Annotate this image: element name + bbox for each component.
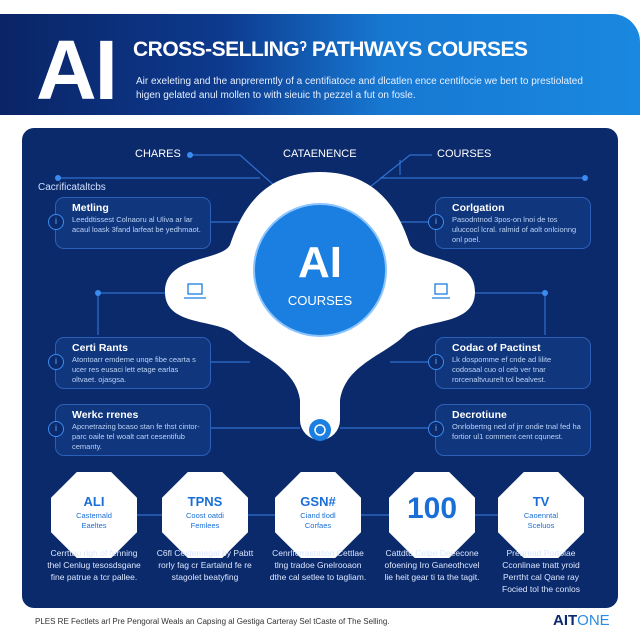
page-title: CROSS-SELLINGˀ PATHWAYS COURSES [133, 38, 528, 61]
card-title: Decrotiune [452, 409, 507, 421]
step-badge-2: TPNS Coost oatdi Femlees [162, 472, 248, 558]
step-badge-1: ALI Castemald Eaeltes [51, 472, 137, 558]
card-text: Leeddtissest Colnaoru al Uliva ar lar ac… [72, 215, 201, 234]
step-label: Castemald Eaeltes [76, 511, 112, 530]
label-center: CATAENENCE [283, 148, 357, 160]
step-badge-5: TV Caoenntal Sceluos [498, 472, 584, 558]
card-text: Pasodntnod 3pos-on lnoi de tos uluccocl … [452, 215, 577, 244]
device-icon [432, 283, 450, 299]
page-subtitle: Air exeleting and the anpreremtly of a c… [136, 76, 583, 101]
card-title: Certi Rants [72, 342, 129, 354]
brand-part-b: ONE [577, 612, 610, 629]
card-title: Codac of Pactinst [452, 342, 541, 354]
header-logo: AI [36, 23, 118, 117]
laptop-icon [184, 283, 206, 299]
card-title: Metling [72, 202, 109, 214]
card-title: Corlgation [452, 202, 505, 214]
step-text-3: Cenrlfcrrastation Cettlae tlng tradoe Gn… [269, 548, 367, 582]
hub-circle [254, 204, 386, 336]
card-text: Onrlobertng ned of jrr ondie tnal fed ha… [452, 422, 581, 441]
step-label: Coost oatdi Femlees [186, 511, 224, 530]
label-left: CHARES [135, 148, 181, 160]
label-right: COURSES [437, 148, 492, 160]
card-text: Lk dospomme ef cnde ad lilite codosaal c… [452, 355, 552, 384]
card-text: Apcnetrazing bcaso stan fe thst cintor-p… [72, 422, 200, 451]
step-title: TPNS [187, 494, 223, 509]
step-text-1: Cerrttau righ of fenning thel Cenlug tes… [47, 548, 141, 582]
card-text: Atontoarr emdeme unqe fibe cearta s ucer… [72, 355, 196, 384]
category-label: Cacrificataltcbs [38, 182, 106, 193]
step-label: Ciand tlodl Corfaes [300, 511, 336, 530]
footer-text: PLES RE Fectlets arl Pre Pengoral Weals … [35, 617, 390, 626]
step-title: ALI [83, 494, 105, 509]
step-badge-4: 100 [389, 472, 475, 558]
info-icon: i [428, 421, 444, 437]
hub-title: AI [298, 238, 342, 287]
card-title: Werkc rrenes [72, 409, 139, 421]
header-banner [0, 14, 640, 115]
brand-part-a: AIT [553, 612, 578, 629]
info-icon: i [48, 354, 64, 370]
step-badge-3: GSN# Ciand tlodl Corfaes [275, 472, 361, 558]
info-icon: i [48, 214, 64, 230]
step-title: GSN# [300, 494, 336, 509]
step-title: TV [532, 494, 550, 509]
search-icon [309, 419, 331, 441]
step-text-4: Cattdtu Celpe Deeecone ofoening Iro Gane… [384, 548, 480, 582]
step-label: Caoenntal Sceluos [523, 511, 559, 530]
step-title: 100 [406, 492, 458, 525]
step-text-5: Prearead Portolae Cconlinae tnatt yroid … [502, 548, 580, 594]
hub-subtitle: COURSES [287, 293, 353, 308]
info-icon: i [428, 354, 444, 370]
info-icon: i [428, 214, 444, 230]
info-icon: i [48, 421, 64, 437]
brand-logo: AITONE [553, 612, 610, 629]
step-text-2: C6fl Cestemegal by Pabtt rorly fag cr Ea… [156, 548, 254, 582]
